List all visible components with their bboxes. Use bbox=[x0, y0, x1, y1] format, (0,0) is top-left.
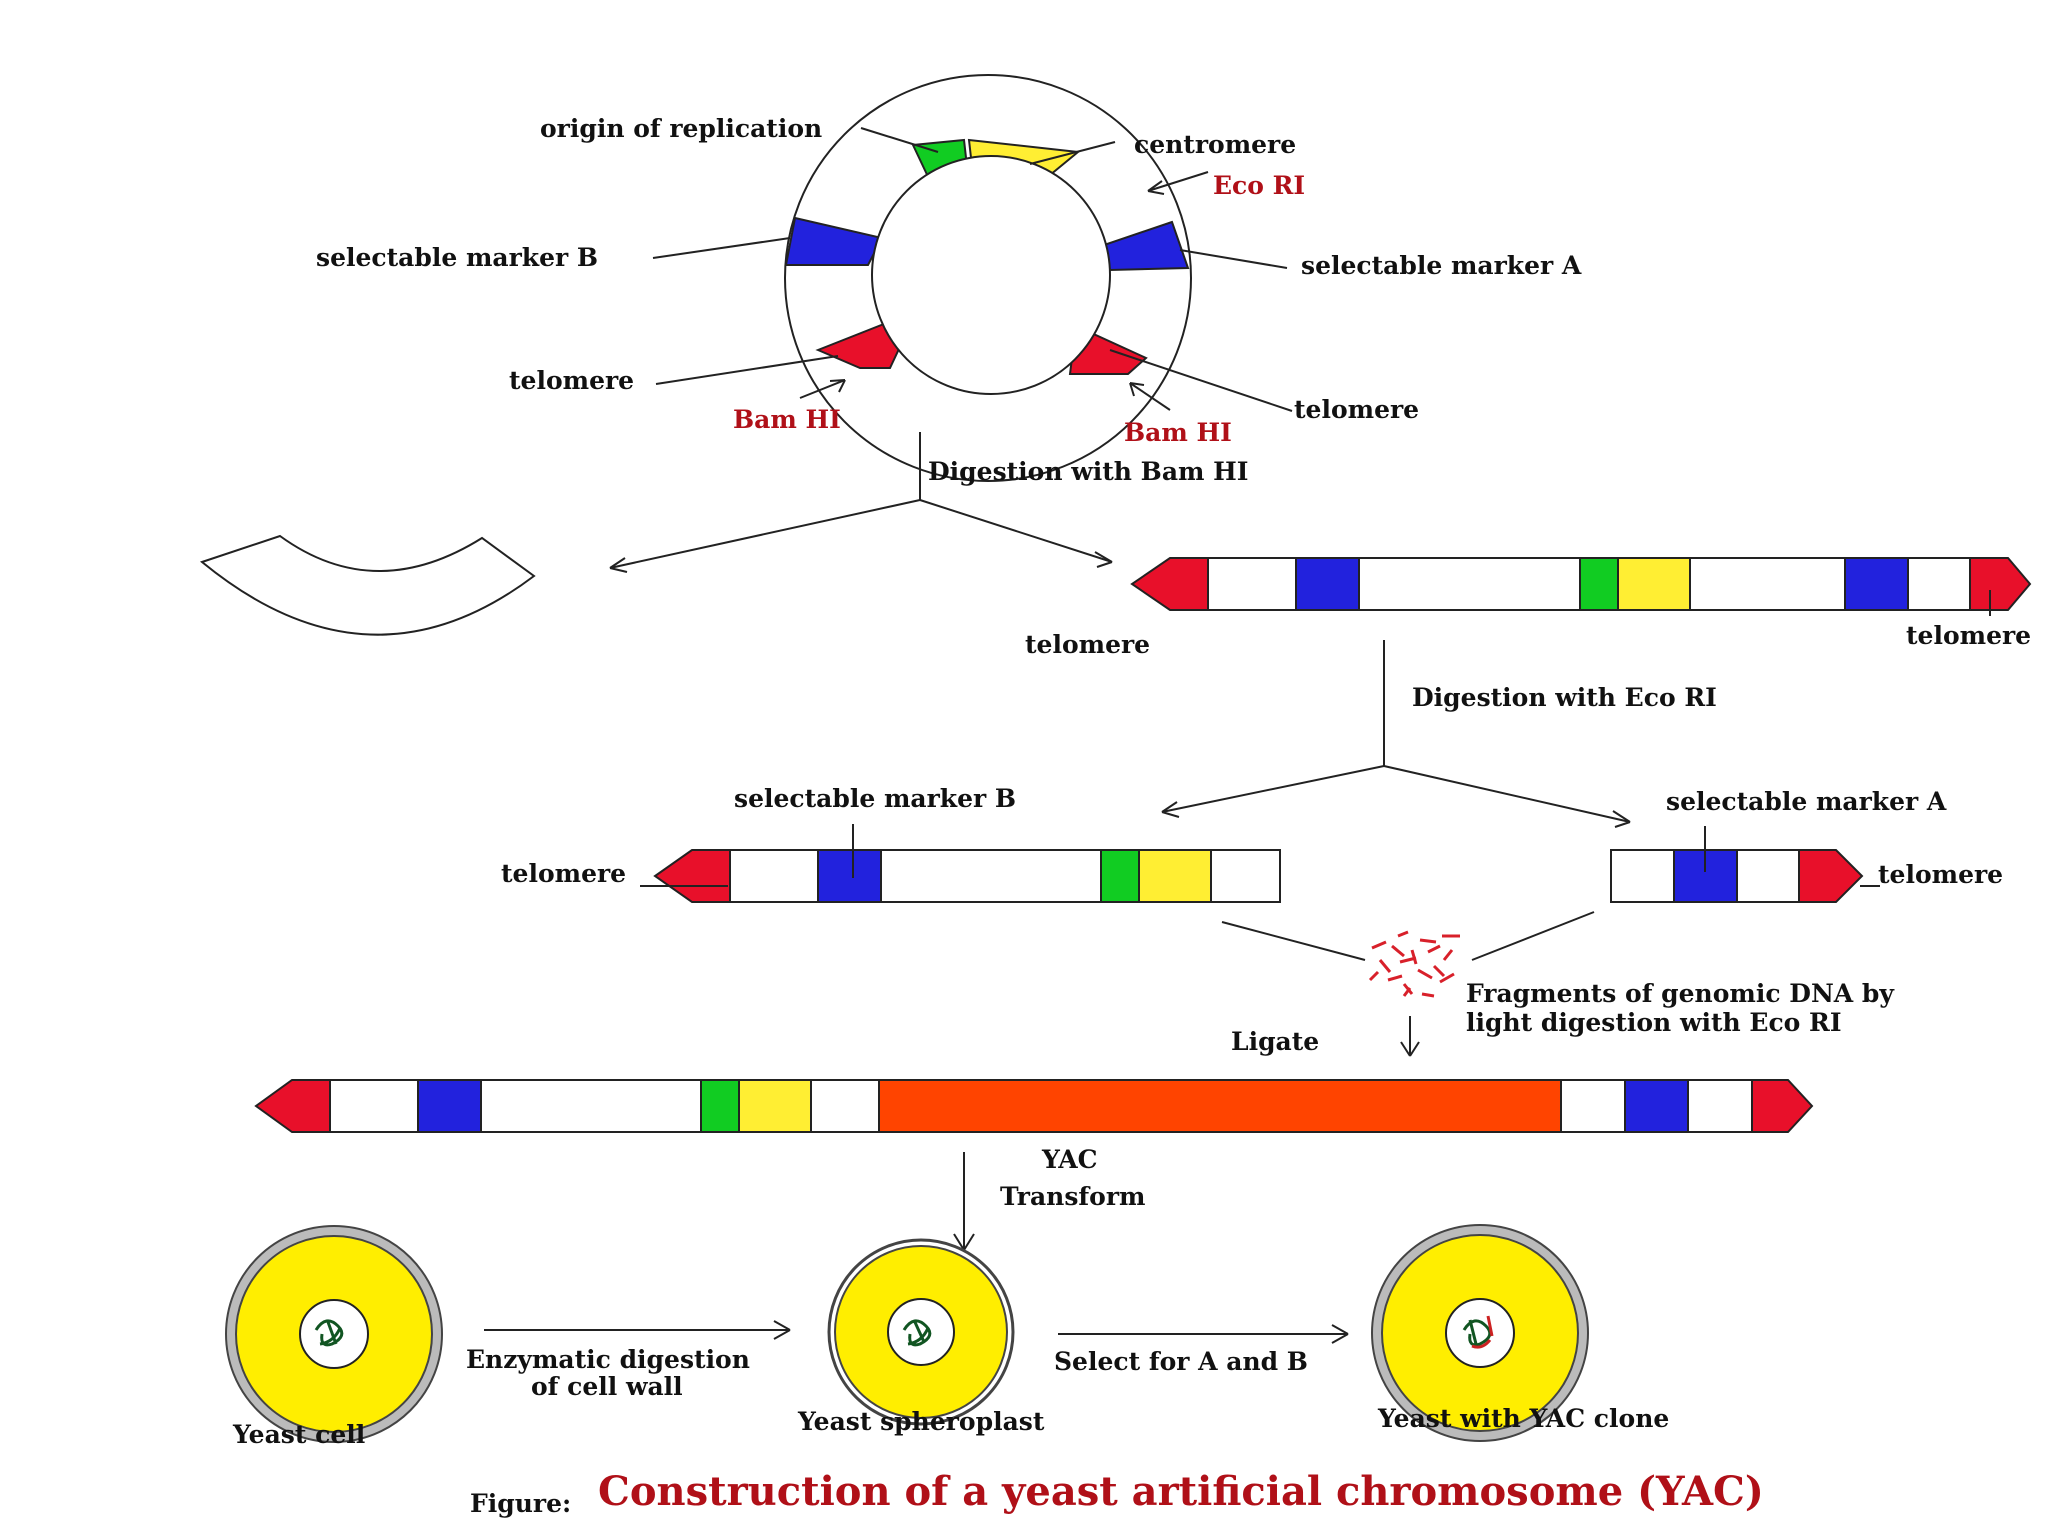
left-arm-origin bbox=[1100, 849, 1140, 903]
left-arm-marker-label: selectable marker B bbox=[734, 784, 1016, 813]
enzymatic-label-line2: of cell wall bbox=[531, 1372, 683, 1401]
left-arm bbox=[653, 849, 1281, 903]
yac-genomic-insert bbox=[878, 1079, 1562, 1133]
centromere-label: centromere bbox=[1134, 130, 1296, 159]
plasmid-inner-ring bbox=[871, 155, 1111, 395]
yeast-cell-label: Yeast cell bbox=[232, 1420, 365, 1449]
right-arm-telomere-label: telomere bbox=[1878, 860, 2003, 889]
bam-digestion-arrows bbox=[609, 432, 1113, 573]
right-arm-telomere bbox=[1798, 849, 1864, 903]
yac-clone-label: Yeast with YAC clone bbox=[1377, 1404, 1669, 1433]
bam-hi-right-label: Bam HI bbox=[1124, 418, 1232, 447]
yeast-cell bbox=[225, 1225, 443, 1443]
eco-digestion-label: Digestion with Eco RI bbox=[1412, 683, 1717, 712]
linear-telomere-left bbox=[1130, 557, 1209, 611]
yac-centromere bbox=[738, 1079, 812, 1133]
left-arm-telomere-label: telomere bbox=[501, 859, 626, 888]
linear-telomere-right-label: telomere bbox=[1906, 621, 2031, 650]
bam-digestion-label: Digestion with Bam HI bbox=[928, 457, 1248, 486]
linear-telomere-right bbox=[1969, 557, 2032, 611]
discarded-fragment bbox=[199, 534, 536, 636]
yac-telomere-left bbox=[254, 1079, 331, 1133]
transform-label: Transform bbox=[1000, 1182, 1145, 1211]
linear-marker-a bbox=[1844, 557, 1909, 611]
enzymatic-label-line1: Enzymatic digestion bbox=[466, 1345, 750, 1374]
converge-lines bbox=[1221, 911, 1595, 961]
circular-plasmid bbox=[784, 74, 1192, 482]
final-yac bbox=[254, 1079, 1814, 1133]
plasmid-leader-lines bbox=[652, 127, 1293, 412]
spheroplast-label: Yeast spheroplast bbox=[797, 1407, 1045, 1436]
left-arm-telomere bbox=[653, 849, 731, 903]
yeast-with-yac-clone bbox=[1371, 1224, 1589, 1442]
figure-prefix: Figure: bbox=[470, 1489, 571, 1518]
linear-yac-vector bbox=[1130, 557, 2032, 611]
marker-b-label: selectable marker B bbox=[316, 243, 598, 272]
ligate-label: Ligate bbox=[1231, 1027, 1319, 1056]
yeast-spheroplast bbox=[827, 1238, 1015, 1426]
fragments-label-line2: light digestion with Eco RI bbox=[1466, 1008, 1842, 1037]
eco-digestion-arrows bbox=[1161, 640, 1631, 828]
origin-label: origin of replication bbox=[540, 114, 822, 143]
yac-origin bbox=[700, 1079, 740, 1133]
figure-title: Construction of a yeast artificial chrom… bbox=[598, 1468, 1764, 1515]
marker-a-label: selectable marker A bbox=[1301, 251, 1582, 280]
genomic-dna-fragments bbox=[1368, 930, 1460, 998]
yac-marker-b bbox=[417, 1079, 482, 1133]
linear-telomere-left-label: telomere bbox=[1025, 630, 1150, 659]
yac-label: YAC bbox=[1041, 1145, 1098, 1174]
right-arm bbox=[1610, 849, 1864, 903]
bam-hi-left-label: Bam HI bbox=[733, 405, 841, 434]
left-arm-centromere bbox=[1138, 849, 1212, 903]
right-arm-marker-label: selectable marker A bbox=[1666, 787, 1947, 816]
yac-telomere-right bbox=[1751, 1079, 1814, 1133]
marker-b-segment bbox=[784, 216, 884, 266]
telomere-left-label: telomere bbox=[509, 366, 634, 395]
yac-marker-a bbox=[1624, 1079, 1689, 1133]
fragments-label-line1: Fragments of genomic DNA by bbox=[1466, 979, 1895, 1008]
eco-ri-label: Eco RI bbox=[1213, 171, 1305, 200]
linear-marker-b bbox=[1295, 557, 1360, 611]
linear-origin bbox=[1579, 557, 1619, 611]
left-arm-marker-b bbox=[817, 849, 882, 903]
linear-centromere bbox=[1617, 557, 1691, 611]
telomere-right-label: telomere bbox=[1294, 395, 1419, 424]
telomere-left-segment bbox=[815, 320, 908, 369]
select-label: Select for A and B bbox=[1054, 1347, 1308, 1376]
